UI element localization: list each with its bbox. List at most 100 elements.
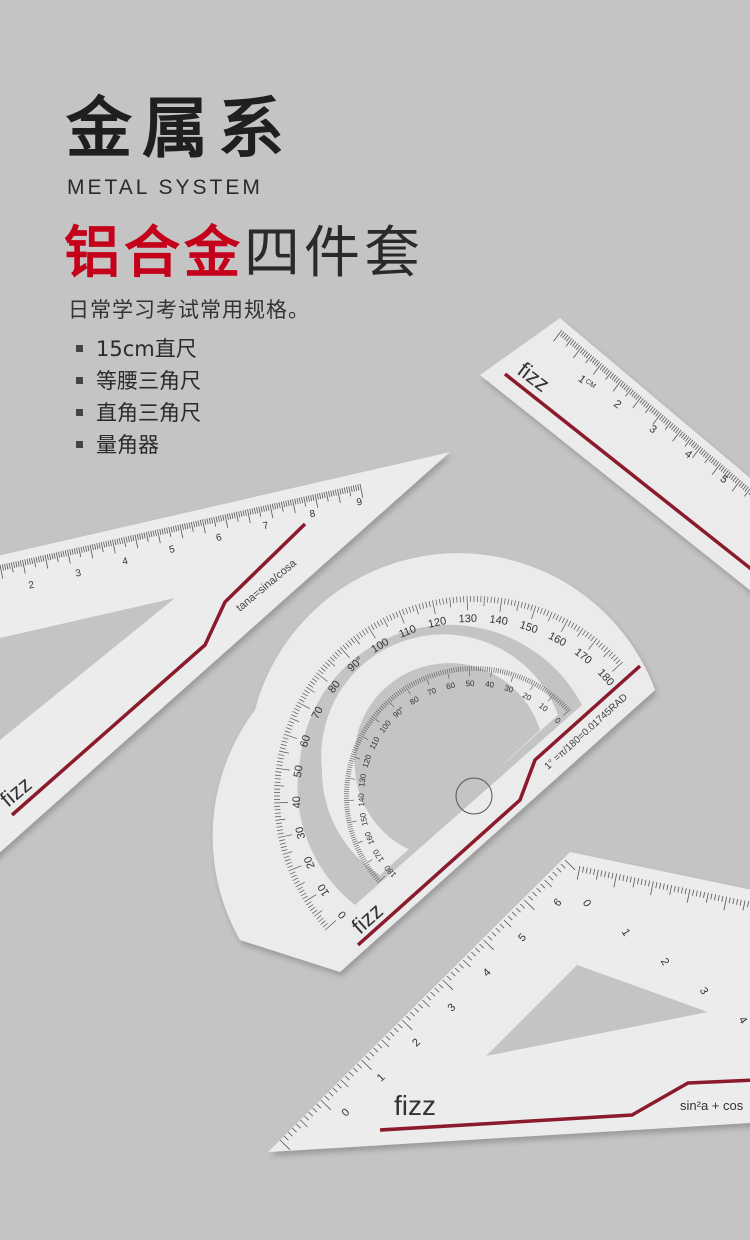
protractor-inner-tick (363, 859, 373, 866)
protractor-inner-tick (377, 708, 382, 713)
left-triangle-tick (229, 513, 232, 520)
protractor-tick (379, 619, 384, 625)
protractor-inner-tick (393, 693, 398, 698)
protractor-outer-number: 120 (427, 615, 447, 631)
bottom-triangle-tick (710, 893, 713, 900)
bottom-triangle-tick (632, 877, 636, 888)
bottom-triangle-number: 0 (580, 898, 593, 910)
ruler-tick (704, 453, 710, 459)
protractor-tick (339, 647, 350, 659)
protractor-tick (405, 607, 408, 614)
bottom-triangle-formula: sin²a + cos (680, 1098, 744, 1113)
protractor-tick (297, 701, 310, 709)
ruler-tick (585, 353, 591, 359)
straight-ruler-body (480, 318, 750, 591)
protractor-inner-tick (547, 690, 551, 696)
list-item: 量角器 (76, 428, 201, 460)
protractor-inner-tick (524, 677, 528, 682)
protractor-tick (389, 614, 393, 621)
protractor-inner-number: 40 (485, 680, 496, 690)
ruler-tick (645, 403, 650, 409)
left-triangle-tick (292, 499, 296, 513)
left-triangle-tick (161, 528, 164, 535)
bottom-triangle-tick (714, 894, 717, 901)
protractor-outer-number: 60 (298, 734, 313, 749)
protractor-tick (300, 695, 307, 700)
left-triangle-tick (332, 489, 335, 497)
ruler-tick (595, 361, 601, 367)
protractor-inner-tick (346, 819, 352, 822)
protractor-tick (361, 629, 366, 636)
protractor-inner-tick (374, 876, 379, 880)
protractor-tick (327, 659, 336, 667)
protractor-inner-tick (362, 860, 368, 864)
left-triangle-tick (220, 515, 223, 522)
protractor-tick (382, 617, 389, 627)
left-triangle-tick (314, 494, 319, 508)
protractor-inner-tick (401, 688, 405, 693)
ruler-tick (718, 464, 723, 471)
bottom-triangle-tick (410, 1011, 415, 1017)
ruler-tick (581, 349, 587, 356)
ruler-tick (724, 471, 731, 480)
bottom-triangle-tick (611, 872, 614, 879)
protractor-tick (418, 603, 421, 610)
protractor-inner-tick (346, 770, 352, 773)
left-triangle-tick (0, 564, 4, 579)
protractor-tick (456, 596, 458, 603)
protractor-outer-number: 50 (292, 764, 306, 778)
protractor-tick (364, 628, 369, 634)
left-triangle-number: 4 (121, 556, 129, 568)
protractor-inner-tick (355, 846, 360, 850)
protractor-tick (513, 600, 516, 607)
bottom-triangle-tick (666, 884, 669, 891)
protractor-inner-tick (358, 852, 363, 856)
ruler-tick (652, 413, 662, 425)
protractor-outer-number: 70 (310, 705, 326, 721)
bottom-triangle-body (268, 852, 750, 1152)
left-triangle-tick (71, 548, 74, 555)
protractor-tick (279, 750, 289, 754)
protractor-tick (302, 692, 308, 697)
left-triangle-tick (260, 506, 263, 513)
protractor-inner-tick (440, 670, 442, 676)
protractor-tick (370, 624, 375, 630)
left-triangle-tick (44, 554, 49, 569)
protractor-inner-tick (353, 840, 363, 845)
ruler-tick (681, 433, 686, 439)
protractor-outer-number: 40 (291, 796, 303, 809)
protractor-inner-tick (347, 823, 353, 826)
protractor-inner-tick (562, 703, 567, 708)
protractor-tick (567, 620, 572, 627)
list-item: 直角三角尺 (76, 396, 201, 428)
left-triangle-tick (274, 503, 277, 510)
protractor-inner-tick (363, 726, 369, 731)
left-triangle-tick (307, 495, 310, 502)
ruler-tick (633, 393, 638, 399)
bottom-triangle-tick (739, 899, 742, 906)
left-triangle-tick (148, 531, 151, 538)
protractor-inner-tick (416, 679, 420, 684)
protractor-tick (283, 733, 298, 739)
protractor-tick (275, 771, 282, 773)
bottom-triangle-tick (648, 880, 651, 887)
left-triangle-tick (107, 540, 110, 547)
bottom-triangle-tick (393, 1027, 399, 1033)
protractor-tick (445, 597, 448, 604)
left-triangle-tick (262, 505, 265, 512)
left-triangle-tick (28, 558, 31, 565)
protractor-tick (555, 614, 559, 621)
ruler-tick (649, 406, 654, 412)
left-triangle-number: 2 (28, 580, 36, 592)
protractor-inner-tick (366, 865, 371, 869)
bullet-icon (76, 440, 83, 448)
protractor-tick (603, 649, 611, 658)
left-triangle-tick (190, 521, 194, 532)
protractor-tick (598, 642, 603, 648)
protractor-tick (316, 672, 328, 682)
bottom-triangle-tick (644, 879, 647, 886)
protractor-inner-tick (380, 705, 385, 710)
bottom-triangle-tick (503, 919, 512, 928)
